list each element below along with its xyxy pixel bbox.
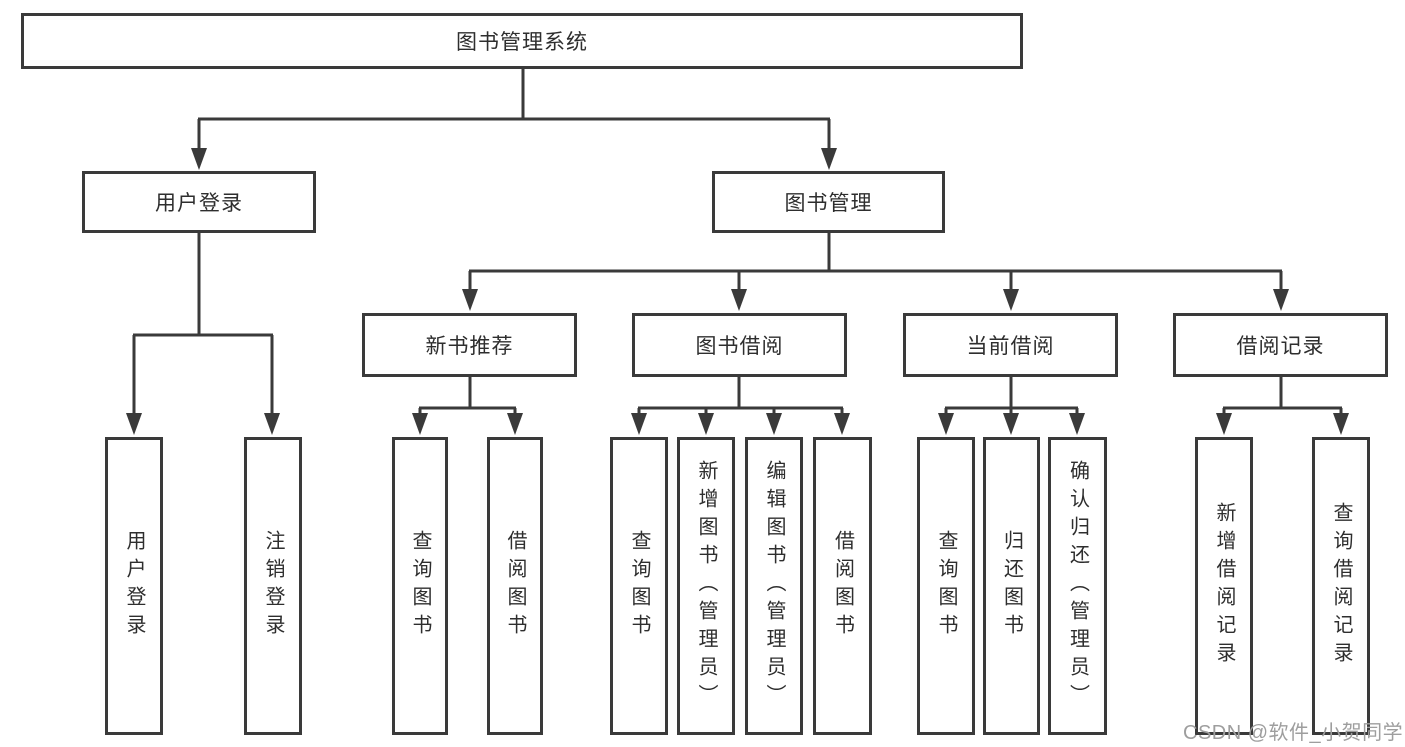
node-borrowing-records: 借阅记录 <box>1173 313 1388 377</box>
leaf-borrow-books: 借阅图书 <box>813 437 872 735</box>
leaf-confirm-return-admin: 确认归还（管理员） <box>1048 437 1107 735</box>
leaf-user-login: 用户登录 <box>105 437 163 735</box>
leaf-add-book-admin: 新增图书（管理员） <box>677 437 735 735</box>
node-book-borrowing: 图书借阅 <box>632 313 847 377</box>
arrowheads <box>126 148 1349 435</box>
node-library-management-system: 图书管理系统 <box>21 13 1023 69</box>
leaf-query-books-recommend: 查询图书 <box>392 437 448 735</box>
leaf-borrow-books-recommend: 借阅图书 <box>487 437 543 735</box>
csdn-watermark: CSDN @软件_小贺同学 <box>1183 722 1404 744</box>
leaf-return-books: 归还图书 <box>983 437 1040 735</box>
node-book-management-module: 图书管理 <box>712 171 945 233</box>
leaf-edit-book-admin: 编辑图书（管理员） <box>745 437 803 735</box>
node-user-login-module: 用户登录 <box>82 171 316 233</box>
leaf-query-books-current: 查询图书 <box>917 437 975 735</box>
node-current-borrowing: 当前借阅 <box>903 313 1118 377</box>
leaf-logout: 注销登录 <box>244 437 302 735</box>
leaf-query-borrow-record: 查询借阅记录 <box>1312 437 1370 735</box>
leaf-add-borrow-record: 新增借阅记录 <box>1195 437 1253 735</box>
leaf-query-books-borrowing: 查询图书 <box>610 437 668 735</box>
node-new-book-recommend: 新书推荐 <box>362 313 577 377</box>
